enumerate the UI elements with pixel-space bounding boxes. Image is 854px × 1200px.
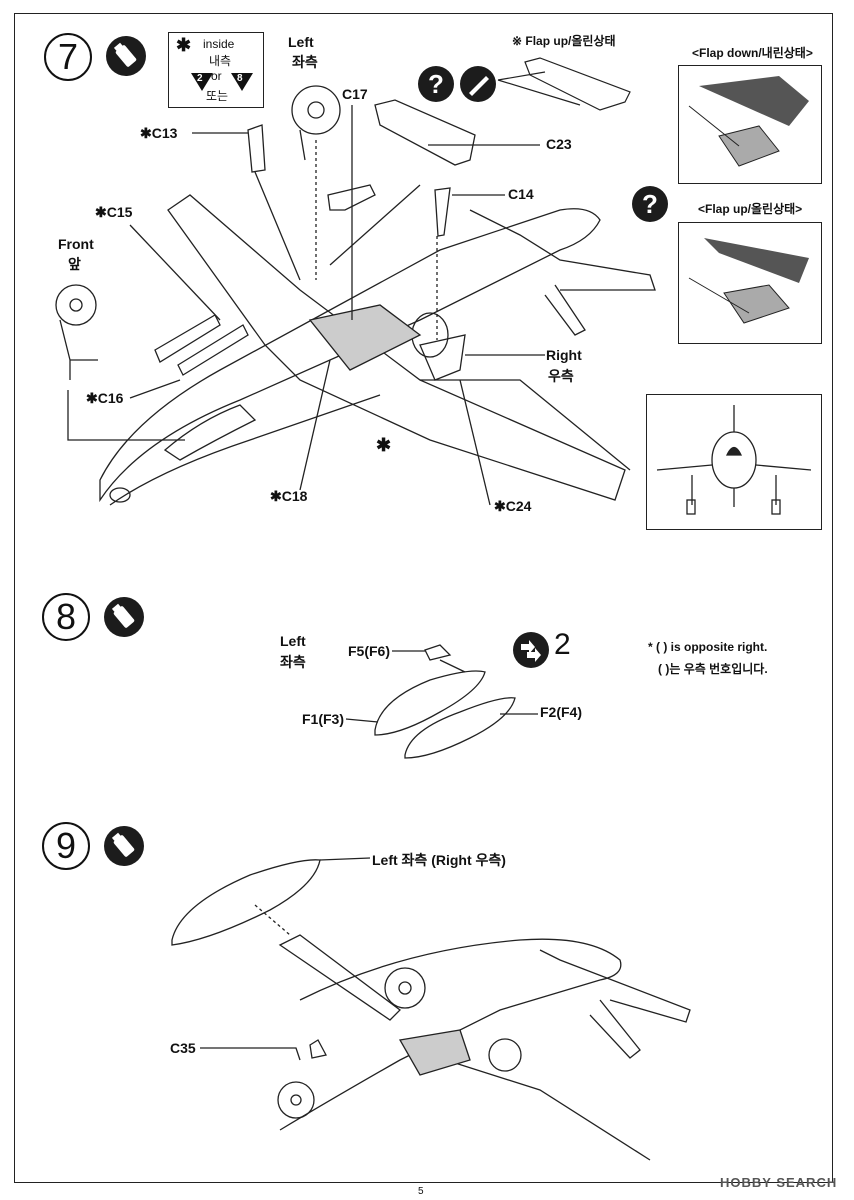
right-label-kr: 우측 [548, 368, 574, 384]
drop-tank-label: Left 좌측 (Right 우측) [372, 852, 506, 868]
front-label-kr: 앞 [68, 256, 81, 272]
knife-icon [460, 66, 496, 102]
step-8-number: 8 [42, 593, 90, 641]
question-icon-2: ? [632, 186, 668, 222]
inside-kr: 내측 [209, 54, 232, 68]
part-c15-label: ✱C15 [95, 204, 133, 220]
front-label-en: Front [58, 236, 94, 252]
part-c13-label: ✱C13 [140, 125, 178, 141]
part-triangle-2-icon: 2 [191, 73, 213, 91]
part-f1-label: F1(F3) [302, 711, 344, 727]
flap-up-title: <Flap up/올린상태> [698, 202, 803, 216]
glue-icon-step8 [104, 597, 144, 637]
asterisk-mark: ✱ [176, 35, 192, 55]
flap-down-title: <Flap down/내린상태> [692, 46, 813, 60]
part-8-label: 8 [237, 73, 243, 84]
right-label-en: Right [546, 347, 582, 363]
question-icon: ? [418, 66, 454, 102]
opposite-note-en: * ( ) is opposite right. [648, 640, 768, 654]
left-label-en: Left [288, 34, 314, 50]
step8-left-kr: 좌측 [280, 654, 306, 670]
part-c17-label: C17 [342, 86, 368, 102]
step-7-number: 7 [44, 33, 92, 81]
flap-up-inset [678, 222, 822, 344]
glue-icon-step9 [104, 826, 144, 866]
part-c18-label: ✱C18 [270, 488, 308, 504]
front-view-inset [646, 394, 822, 530]
part-c24-label: ✱C24 [494, 498, 532, 514]
part-f5-label: F5(F6) [348, 643, 390, 659]
or-en: or [211, 69, 222, 83]
make-two-icon [513, 632, 549, 668]
part-c23-label: C23 [546, 136, 572, 152]
opposite-note-kr: ( )는 우측 번호입니다. [658, 662, 768, 676]
part-c35-label: C35 [170, 1040, 196, 1056]
page-frame [14, 13, 833, 1183]
part-2-label: 2 [197, 73, 203, 84]
part-c14-label: C14 [508, 186, 534, 202]
part-f2-label: F2(F4) [540, 704, 582, 720]
glue-icon [106, 36, 146, 76]
step-9-number: 9 [42, 822, 90, 870]
left-label-kr: 좌측 [292, 54, 318, 70]
or-kr: 또는 [206, 89, 229, 103]
flap-down-inset [678, 65, 822, 184]
step8-left-en: Left [280, 633, 306, 649]
part-c16-label: ✱C16 [86, 390, 124, 406]
inside-en: inside [203, 37, 235, 51]
inside-legend-box: ✱ inside 내측 2 or 8 또는 [168, 32, 264, 108]
page-number: 5 [418, 1186, 424, 1197]
watermark: HOBBY SEARCH [720, 1175, 838, 1190]
quantity-label: 2 [554, 628, 571, 661]
flap-up-note: ※ Flap up/올린상태 [512, 34, 616, 48]
asterisk-mark-fuselage: ✱ [376, 435, 392, 455]
part-triangle-8-icon: 8 [231, 73, 253, 91]
